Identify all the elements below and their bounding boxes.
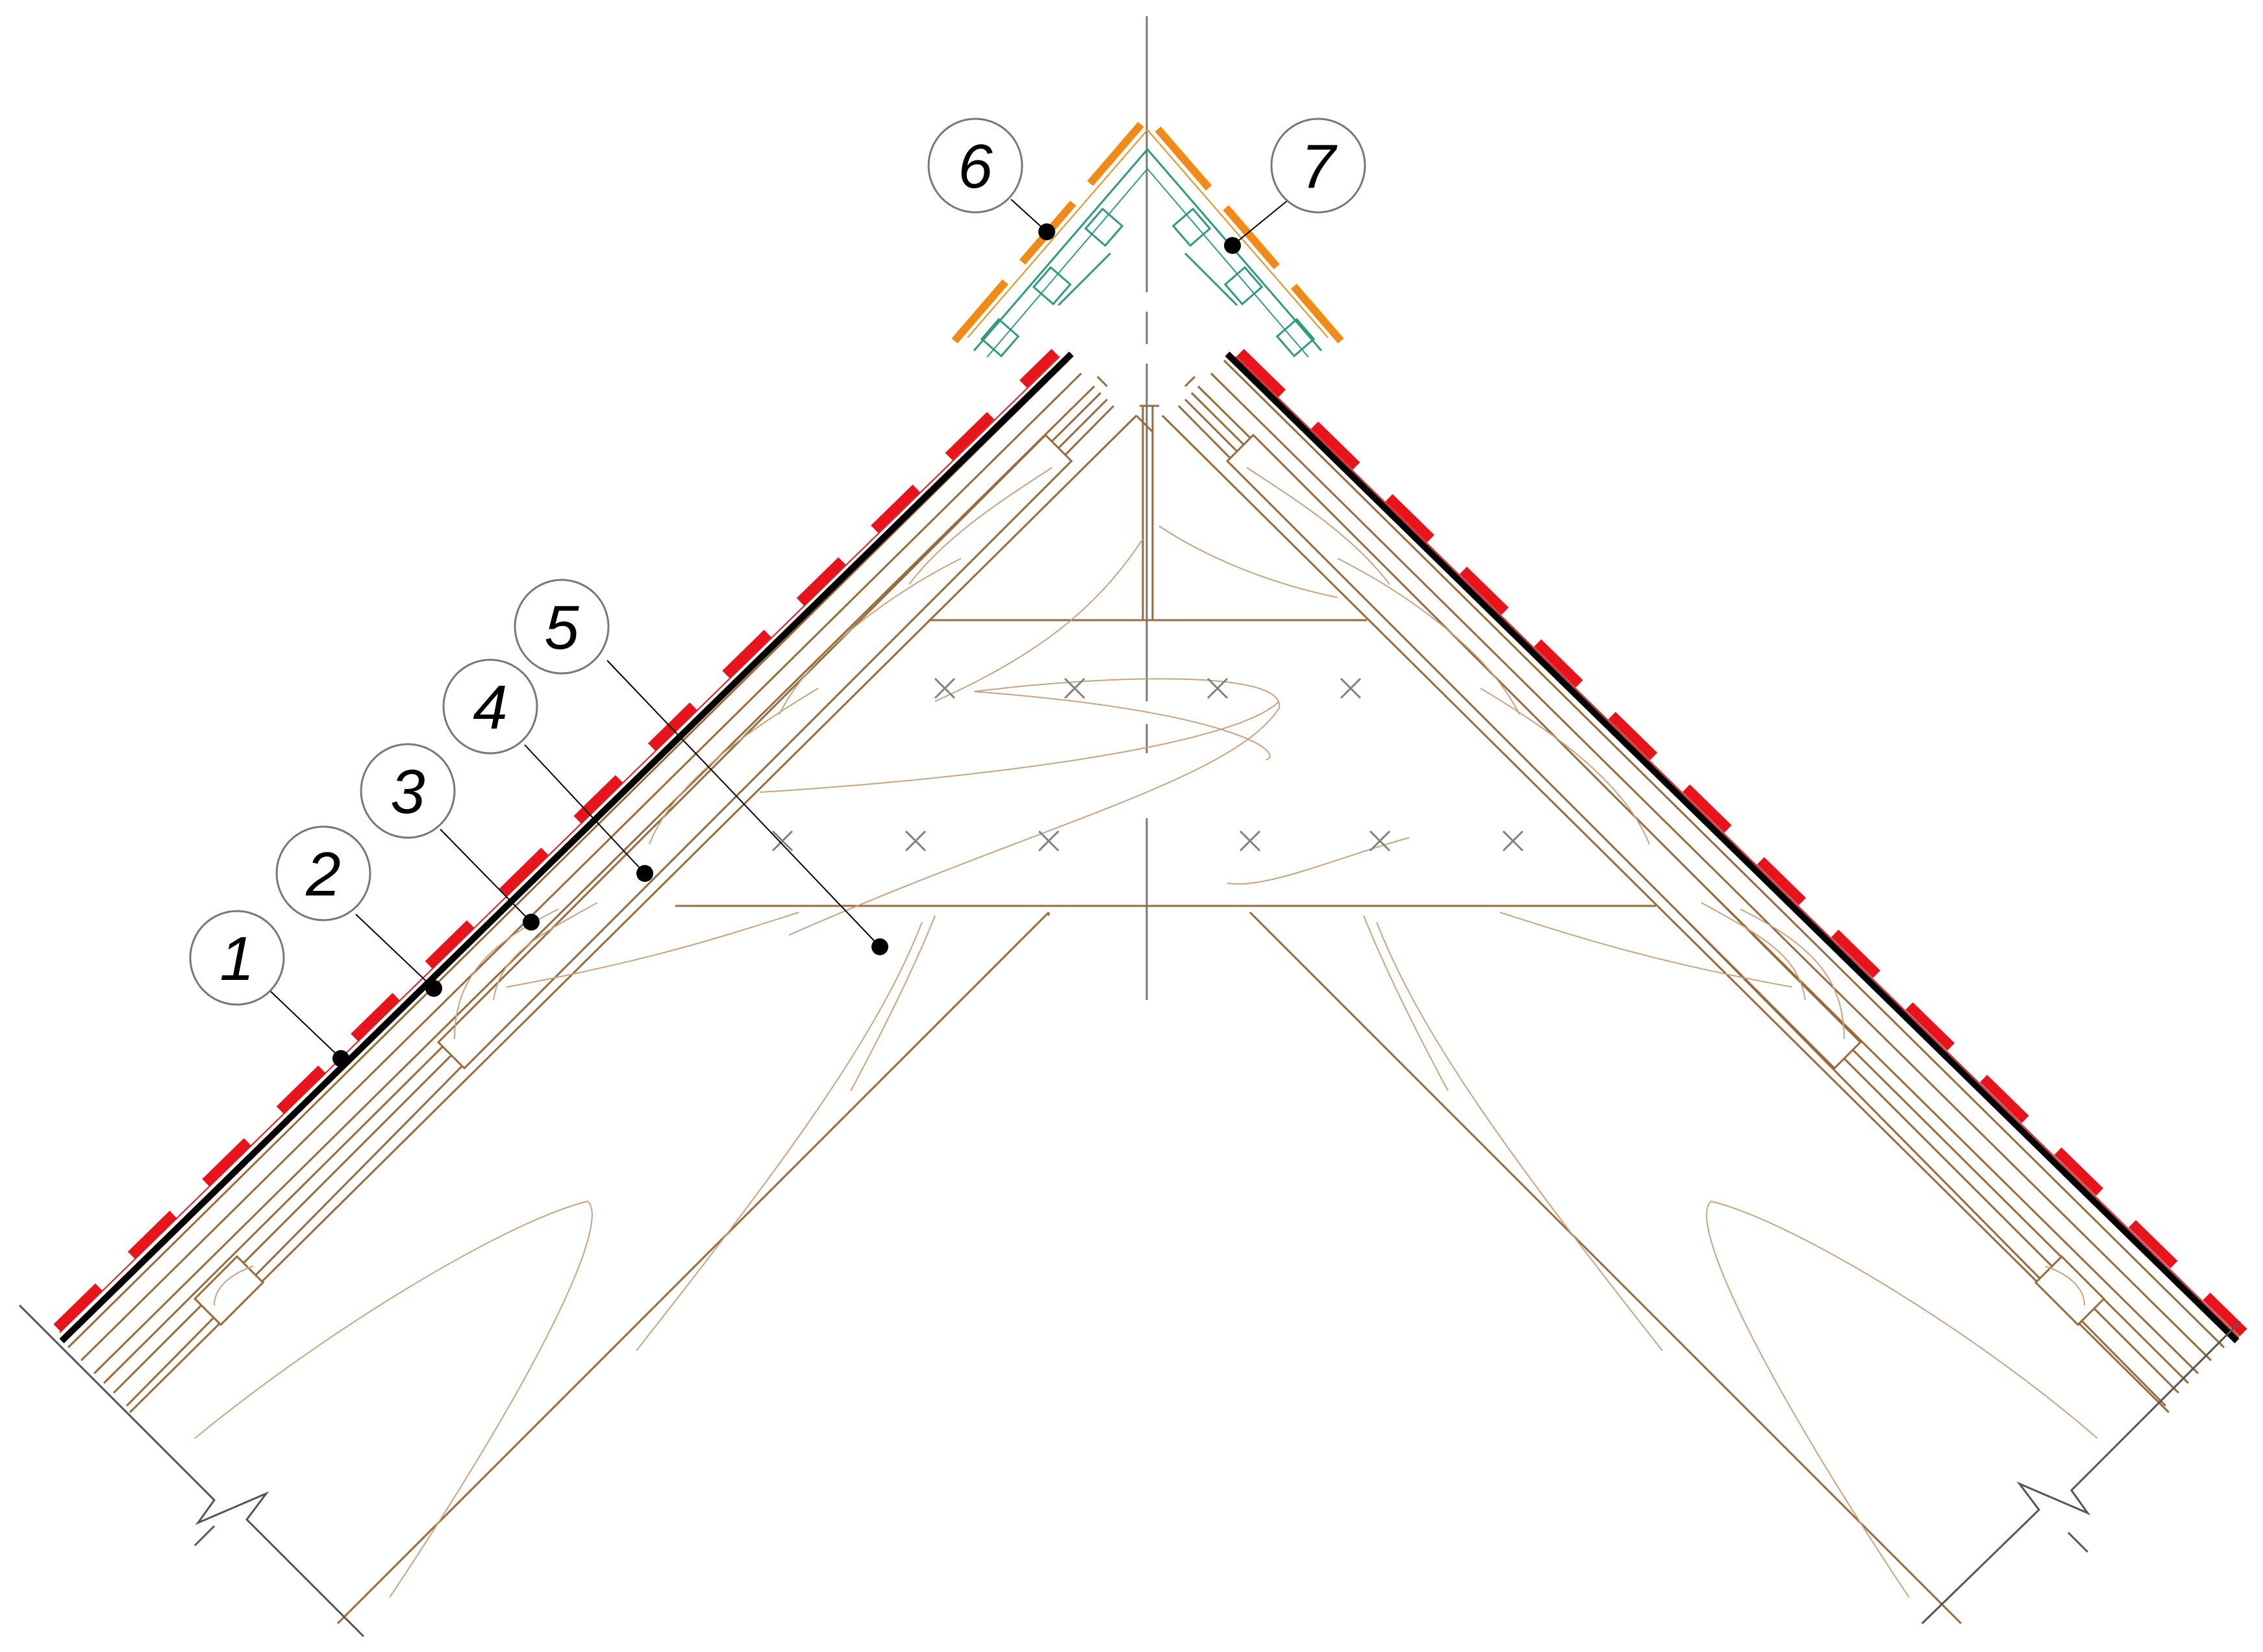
batten-grain-left bbox=[214, 467, 1053, 1306]
callout-2: 2 bbox=[275, 825, 371, 921]
callout-label: 2 bbox=[305, 840, 340, 909]
rafter-left bbox=[129, 414, 1154, 1625]
leader-lines bbox=[269, 199, 1290, 1059]
callout-label: 4 bbox=[473, 673, 507, 742]
battens-right bbox=[1225, 433, 2106, 1327]
callout-label: 5 bbox=[544, 593, 579, 662]
membrane-left bbox=[53, 349, 1074, 1344]
callout-circle bbox=[442, 658, 538, 755]
callout-4: 4 bbox=[442, 658, 538, 755]
callout-circle bbox=[189, 910, 285, 1006]
marker-dot-5 bbox=[871, 938, 888, 955]
marker-dot-1 bbox=[332, 1050, 349, 1067]
callout-circle bbox=[927, 118, 1023, 214]
callout-circle bbox=[514, 579, 610, 675]
break-lines bbox=[18, 1304, 2242, 1638]
roof-buildup-left bbox=[67, 359, 1115, 1407]
ridge-cap bbox=[951, 110, 1344, 358]
callout-circle bbox=[1270, 118, 1366, 214]
fixing-marks bbox=[771, 677, 1524, 852]
callout-5: 5 bbox=[514, 579, 610, 675]
marker-dot-7 bbox=[1224, 237, 1241, 254]
callout-label: 3 bbox=[390, 757, 425, 827]
callout-1: 1 bbox=[189, 910, 285, 1006]
marker-dot-2 bbox=[425, 980, 442, 997]
marker-dot-4 bbox=[636, 865, 653, 882]
callout-label: 6 bbox=[958, 132, 993, 201]
callout-circle bbox=[360, 743, 456, 839]
rafter-right bbox=[1161, 414, 2170, 1625]
callout-label: 7 bbox=[1301, 132, 1338, 201]
wood-grain bbox=[194, 525, 2098, 1598]
marker-dot-3 bbox=[523, 914, 540, 931]
marker-dot-6 bbox=[1038, 223, 1055, 240]
callout-label: 1 bbox=[219, 924, 254, 994]
callout-7: 7 bbox=[1270, 118, 1366, 214]
ridge-block bbox=[675, 405, 1656, 907]
callout-circle bbox=[275, 825, 371, 921]
membrane-right bbox=[1225, 349, 2247, 1344]
leader-markers bbox=[332, 223, 1241, 1067]
callout-6: 6 bbox=[927, 118, 1023, 214]
callout-3: 3 bbox=[360, 743, 456, 839]
batten-grain-right bbox=[1246, 467, 2085, 1306]
